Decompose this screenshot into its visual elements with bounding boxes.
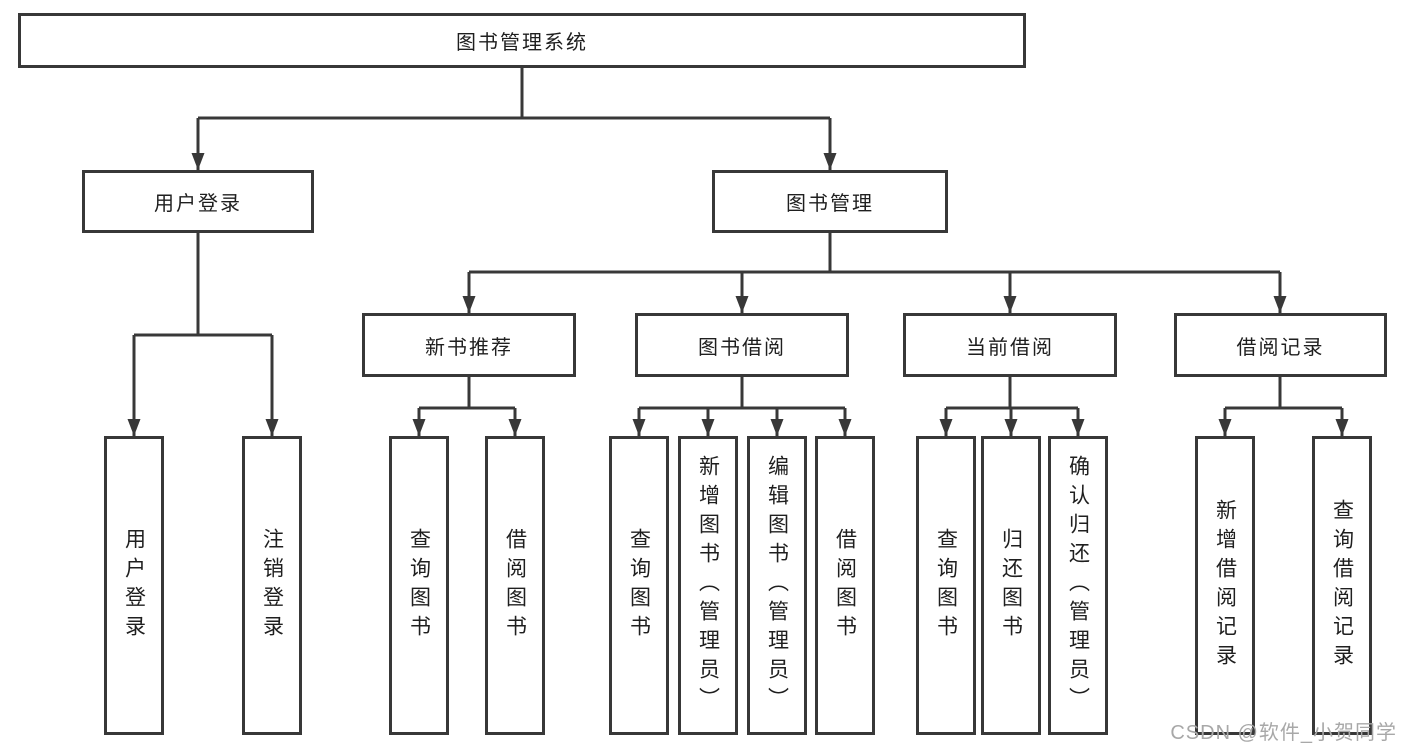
leaf-add-books-admin: 新增图书（管理员） — [678, 436, 738, 735]
node-book-management-label: 图书管理 — [786, 193, 874, 215]
node-root-system-label: 图书管理系统 — [456, 32, 588, 54]
leaf-query-borrow-record: 查询借阅记录 — [1312, 436, 1372, 735]
node-current-borrow: 当前借阅 — [903, 313, 1117, 377]
leaf-borrow-books-recommend: 借阅图书 — [485, 436, 545, 735]
leaf-add-borrow-record: 新增借阅记录 — [1195, 436, 1255, 735]
leaf-confirm-return-admin-label: 确认归还（管理员） — [1066, 455, 1090, 716]
csdn-watermark: CSDN @软件_小贺同学 — [1170, 722, 1397, 744]
node-borrow-records-label: 借阅记录 — [1236, 336, 1325, 359]
leaf-edit-books-admin: 编辑图书（管理员） — [747, 436, 807, 735]
node-new-book-recommend-label: 新书推荐 — [425, 336, 513, 359]
leaf-borrow-books-recommend-label: 借阅图书 — [503, 527, 527, 644]
node-borrow-records: 借阅记录 — [1174, 313, 1387, 377]
leaf-user-login-label: 用户登录 — [122, 527, 146, 644]
leaf-confirm-return-admin: 确认归还（管理员） — [1048, 436, 1108, 735]
leaf-query-books-recommend: 查询图书 — [389, 436, 449, 735]
leaf-user-login: 用户登录 — [104, 436, 164, 735]
leaf-logout-label: 注销登录 — [260, 527, 284, 644]
leaf-query-books-recommend-label: 查询图书 — [407, 527, 431, 644]
leaf-query-books-borrow-label: 查询图书 — [627, 527, 651, 644]
node-book-management: 图书管理 — [712, 170, 948, 233]
leaf-return-books-label: 归还图书 — [999, 527, 1023, 644]
leaf-query-books-current: 查询图书 — [916, 436, 976, 735]
leaf-query-books-borrow: 查询图书 — [609, 436, 669, 735]
leaf-logout: 注销登录 — [242, 436, 302, 735]
leaf-return-books: 归还图书 — [981, 436, 1041, 735]
leaf-add-books-admin-label: 新增图书（管理员） — [696, 455, 720, 716]
leaf-edit-books-admin-label: 编辑图书（管理员） — [765, 455, 789, 716]
node-current-borrow-label: 当前借阅 — [966, 336, 1054, 359]
node-user-login-label: 用户登录 — [154, 193, 242, 215]
leaf-borrow-books-label: 借阅图书 — [833, 527, 857, 644]
node-new-book-recommend: 新书推荐 — [362, 313, 576, 377]
leaf-add-borrow-record-label: 新增借阅记录 — [1213, 498, 1237, 673]
node-book-borrow: 图书借阅 — [635, 313, 849, 377]
leaf-query-borrow-record-label: 查询借阅记录 — [1330, 498, 1354, 673]
node-root-system: 图书管理系统 — [18, 13, 1026, 68]
node-user-login: 用户登录 — [82, 170, 314, 233]
node-book-borrow-label: 图书借阅 — [698, 336, 786, 359]
leaf-borrow-books: 借阅图书 — [815, 436, 875, 735]
leaf-query-books-current-label: 查询图书 — [934, 527, 958, 644]
